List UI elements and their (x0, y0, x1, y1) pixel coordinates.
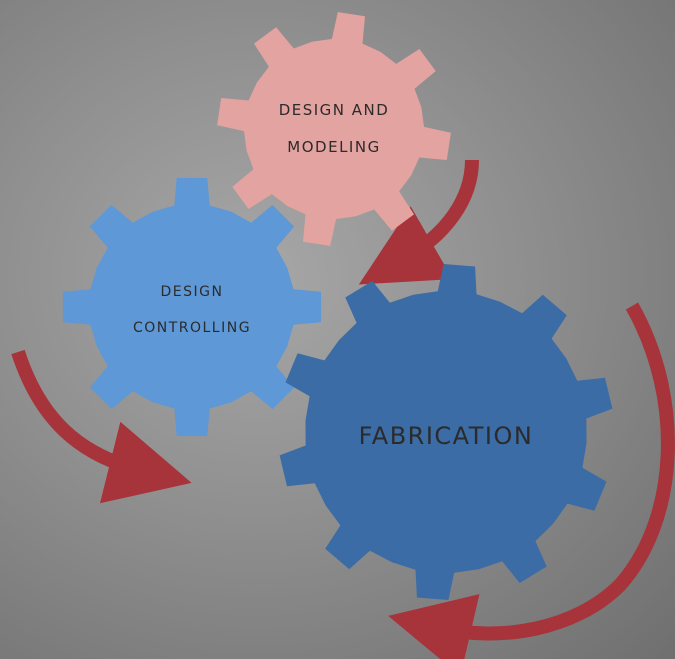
arrow-fabrication-return (388, 302, 675, 659)
arrow-modeling-to-fabrication (358, 159, 479, 285)
gear-design-and-modeling: DESIGN AND MODELING (217, 12, 451, 246)
gear-fabrication-label: FABRICATION (359, 422, 534, 450)
gear-fabrication-shape (279, 264, 613, 600)
arrow-controlling-to-fabrication (11, 349, 192, 504)
gear-design-controlling-shape (62, 177, 322, 437)
gear-design-controlling-label-line2: CONTROLLING (133, 320, 251, 336)
gear-fabrication: FABRICATION (279, 264, 613, 600)
gear-design-and-modeling-shape (217, 12, 451, 246)
gear-design-controlling-label-line1: DESIGN (161, 284, 224, 300)
gear-design-and-modeling-label-line2: MODELING (287, 138, 380, 156)
gear-design-controlling: DESIGN CONTROLLING (62, 177, 322, 437)
gear-design-and-modeling-label-line1: DESIGN AND (279, 101, 390, 119)
